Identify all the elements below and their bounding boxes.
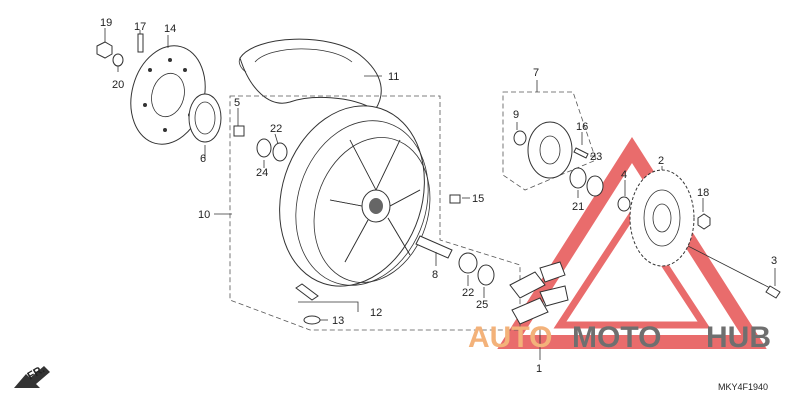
callout-5: 5 (234, 97, 240, 109)
brake-disc (130, 45, 206, 145)
collar-4 (617, 196, 631, 212)
watermark-auto: AUTO (468, 321, 552, 354)
front-marker-text: FR. (26, 363, 47, 382)
callout-19: 19 (100, 17, 112, 29)
tire (238, 38, 382, 111)
callout-labels: 19 17 14 20 5 6 22 24 11 10 8 12 13 15 2… (100, 17, 777, 375)
valve-stem (295, 283, 321, 325)
callout-21: 21 (572, 201, 584, 213)
callout-16: 16 (576, 121, 588, 133)
watermark-moto: MOTO (572, 321, 661, 354)
callout-2: 2 (658, 155, 664, 167)
damper-rubbers (509, 261, 569, 325)
collar-8 (415, 235, 453, 259)
callout-17: 17 (134, 21, 146, 33)
front-direction-marker (14, 366, 50, 388)
callout-6: 6 (200, 153, 206, 165)
callout-1: 1 (536, 363, 542, 375)
spacer-15 (449, 194, 461, 204)
callout-20: 20 (112, 79, 124, 91)
bearing-22-lower (458, 252, 478, 274)
callout-10: 10 (198, 209, 210, 221)
callout-12: 12 (370, 307, 382, 319)
watermark-logo: AUTO MOTO HUB (468, 321, 771, 354)
callout-11: 11 (388, 71, 399, 83)
seal-23 (586, 175, 604, 197)
wheel-assembly-frame (229, 95, 521, 331)
nut-18 (697, 213, 711, 230)
bearing-5 (233, 125, 245, 137)
rear-axle (687, 245, 781, 299)
callout-14: 14 (164, 23, 176, 35)
sprocket (629, 169, 695, 267)
callout-23: 23 (590, 151, 602, 163)
callout-9: 9 (513, 109, 519, 121)
callout-4: 4 (621, 169, 627, 181)
callout-13: 13 (332, 315, 344, 327)
bearing-22-upper (272, 142, 288, 162)
seal-25 (477, 264, 495, 286)
callout-24: 24 (256, 167, 268, 179)
callout-22-upper: 22 (270, 123, 282, 135)
nut-19 (96, 41, 113, 59)
callout-15: 15 (472, 193, 484, 205)
callout-8: 8 (432, 269, 438, 281)
dust-seal-6 (188, 93, 222, 143)
callout-18: 18 (697, 187, 709, 199)
watermark-triangle (497, 136, 767, 349)
bearing-24 (256, 138, 272, 158)
washer-20 (112, 53, 124, 67)
callout-22-lower: 22 (462, 287, 474, 299)
callout-7: 7 (533, 67, 539, 79)
watermark-hub: HUB (706, 321, 771, 354)
leader-lines (104, 28, 776, 360)
diagram-code: MKY4F1940 (718, 382, 768, 392)
bearing-21 (569, 167, 587, 189)
callout-25: 25 (476, 299, 488, 311)
wheel-rim (279, 105, 431, 287)
bolt-17 (137, 33, 144, 53)
sprocket-hub (513, 121, 573, 179)
stud-16 (573, 147, 589, 159)
callout-3: 3 (771, 255, 777, 267)
